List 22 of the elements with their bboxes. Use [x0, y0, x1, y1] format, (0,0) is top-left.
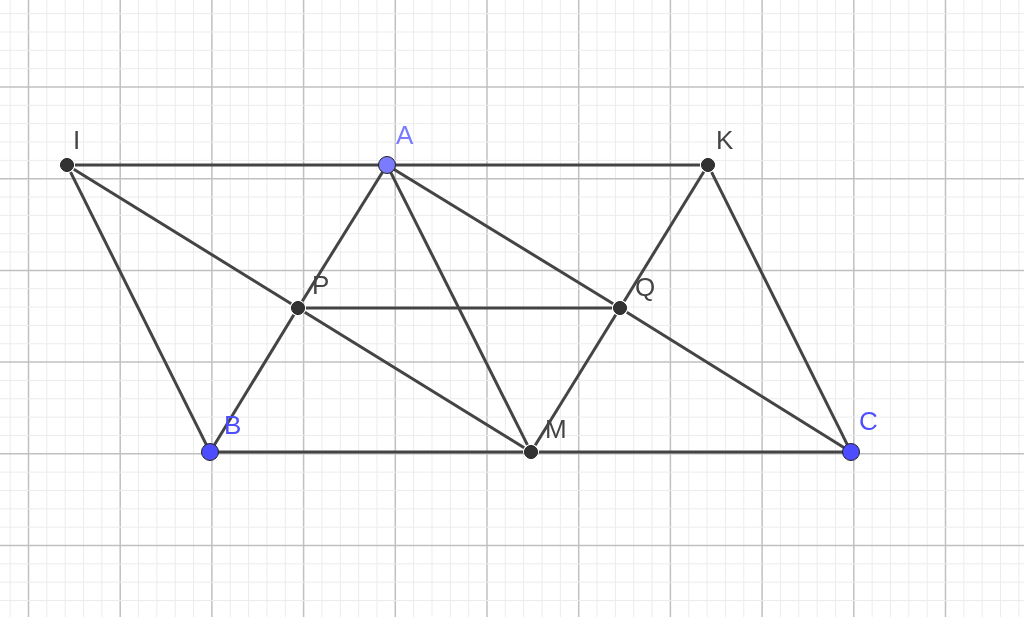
line-segment	[389, 171, 529, 446]
line-segment	[75, 163, 379, 167]
line-segment	[306, 306, 612, 310]
line-segment	[622, 171, 706, 302]
line-segment	[212, 314, 296, 446]
point-label: K	[716, 127, 734, 153]
line-segment	[395, 163, 700, 167]
line-segment	[393, 167, 614, 306]
point-label: B	[224, 412, 242, 438]
point-label: Q	[635, 274, 656, 300]
line-segment	[218, 450, 523, 454]
line-segment	[73, 167, 292, 306]
point-label: A	[396, 122, 414, 148]
line-segment	[300, 171, 385, 302]
line-segment	[533, 314, 618, 446]
point-label: C	[859, 408, 878, 434]
point-label: I	[73, 127, 81, 153]
line-segment	[69, 171, 208, 446]
line-segment	[626, 310, 845, 450]
line-segment	[539, 450, 843, 454]
line-segment	[304, 310, 525, 450]
line-segment	[710, 171, 849, 446]
